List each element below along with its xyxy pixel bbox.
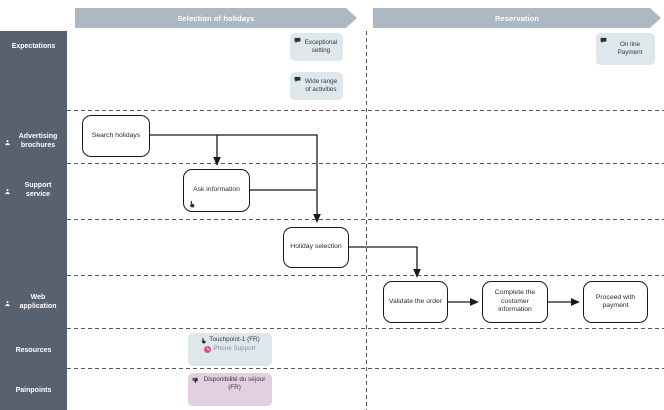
lane-label-resources: Resources: [15, 346, 52, 354]
note-online-payment[interactable]: On line Payment: [596, 33, 655, 65]
lane-label-expectations: Expectations: [11, 42, 56, 50]
resources-sticker[interactable]: Touchpoint-1 (FR) Phone Support: [188, 333, 272, 366]
node-validate-the-order[interactable]: Validate the order: [383, 281, 448, 323]
note-exceptional-setting[interactable]: Exceptional setting: [290, 33, 343, 61]
phone-icon: [204, 346, 212, 353]
lane-divider: [67, 219, 664, 220]
person-icon: [5, 300, 10, 306]
resource-phone-support: Phone Support: [204, 345, 256, 353]
resource-touchpoint: Touchpoint-1 (FR): [200, 336, 260, 344]
node-search-holidays[interactable]: Search holidays: [82, 115, 150, 157]
painpoint-sticker[interactable]: Disponibilité du séjour (FR): [188, 373, 272, 406]
comment-icon: [600, 37, 607, 43]
lane-divider: [67, 368, 664, 369]
lane-label-advertising-brochures: Advertising brochures: [0, 119, 67, 165]
person-icon: [5, 188, 10, 194]
lane-divider: [67, 163, 664, 164]
phase-label: Reservation: [494, 13, 540, 23]
node-proceed-with-payment[interactable]: Proceed with payment: [583, 281, 648, 323]
phase-divider: [366, 31, 367, 410]
lane-divider: [67, 328, 664, 329]
node-holiday-selection[interactable]: Holiday selection: [283, 227, 349, 268]
lane-label-painpoints: Painpoints: [15, 386, 52, 394]
touch-hand-icon: [201, 337, 206, 344]
lane-divider: [67, 110, 664, 111]
thumbs-down-icon: [192, 377, 198, 384]
comment-icon: [294, 76, 301, 82]
touch-hand-icon: [189, 200, 195, 208]
phase-label: Selection of holidays: [177, 13, 255, 23]
lane-label-support-service: Support service: [0, 176, 67, 206]
phase-selection-of-holidays[interactable]: Selection of holidays: [75, 8, 357, 28]
node-complete-customer-information[interactable]: Complete the customer information: [482, 281, 548, 323]
person-icon: [5, 139, 10, 145]
painpoint-disponibilite: Disponibilité du séjour (FR): [192, 376, 268, 392]
note-wide-range-of-activities[interactable]: Wide range of activities: [290, 72, 343, 100]
phase-reservation[interactable]: Reservation: [373, 8, 661, 28]
lane-sidebar: Expectations Advertising brochures Suppo…: [0, 31, 67, 410]
lane-label-web-application: Web application: [0, 288, 67, 318]
node-ask-information[interactable]: Ask information: [183, 169, 250, 212]
comment-icon: [294, 37, 301, 43]
